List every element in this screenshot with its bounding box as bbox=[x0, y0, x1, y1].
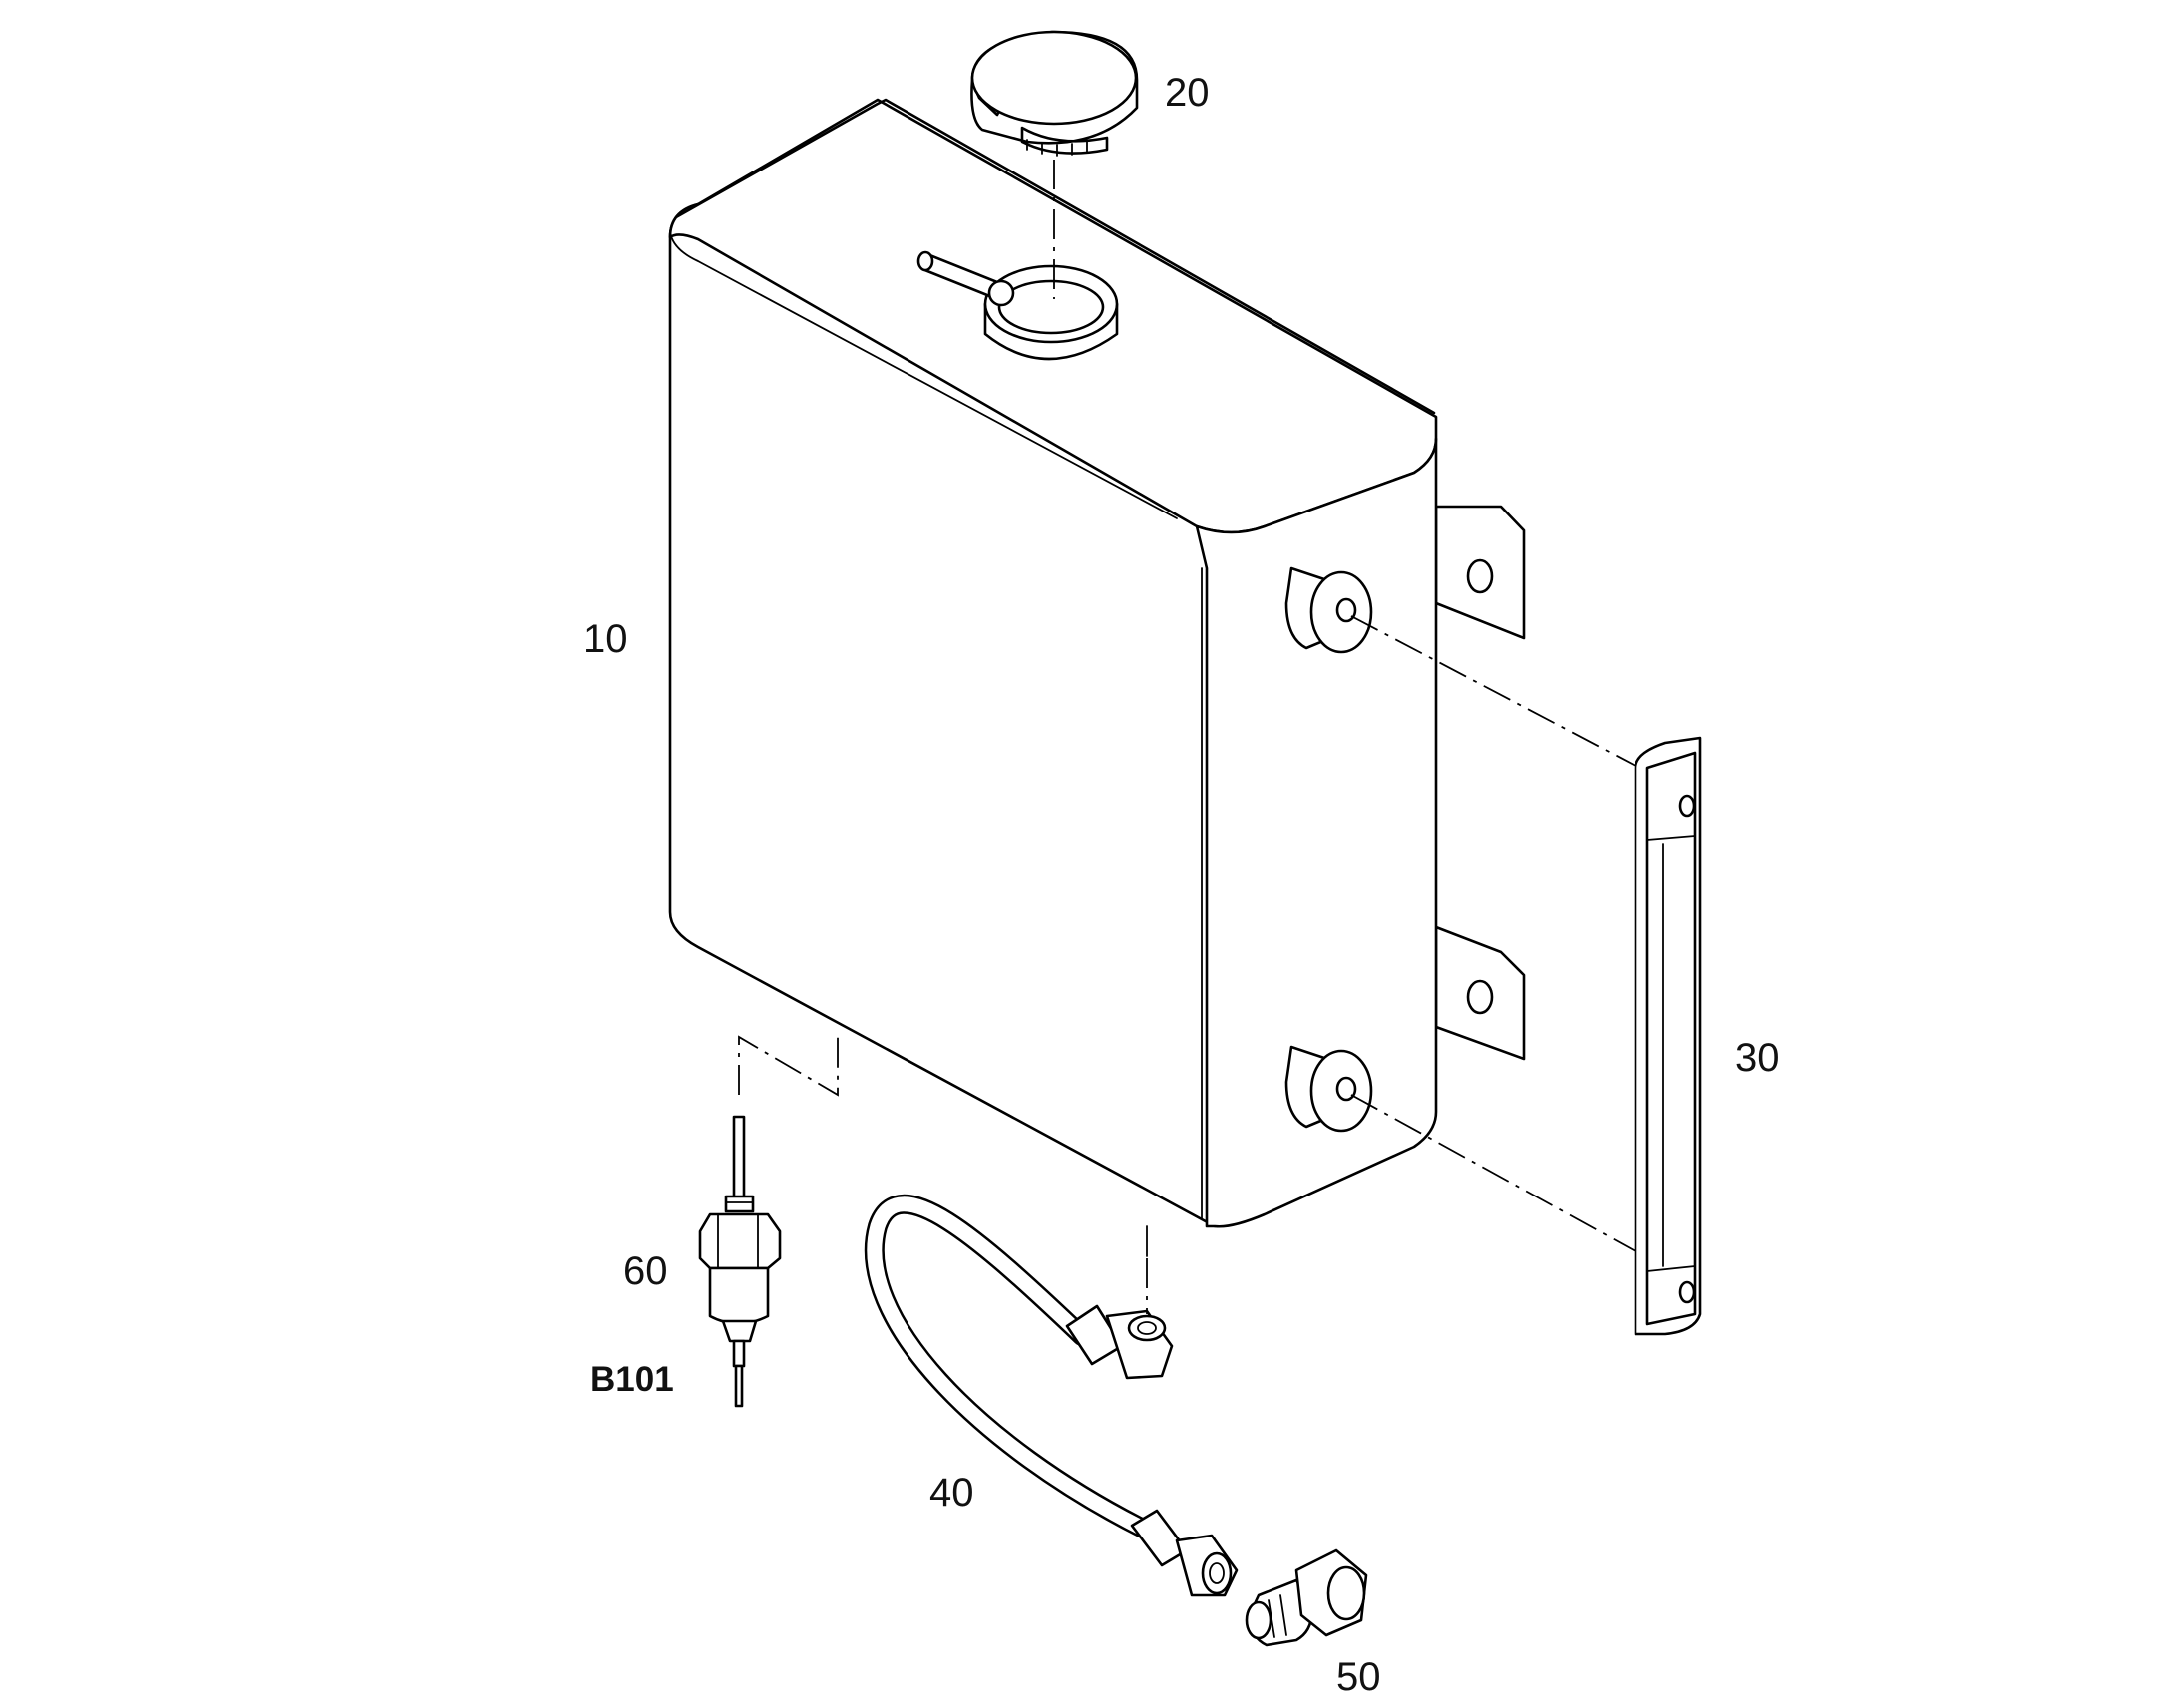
callout-sensor: 60 bbox=[623, 1249, 668, 1293]
callout-cap: 20 bbox=[1165, 71, 1210, 115]
callout-tank: 10 bbox=[583, 617, 628, 661]
callout-bracket: 30 bbox=[1735, 1036, 1780, 1080]
upper-bracket-centerline bbox=[1350, 615, 1636, 767]
upper-mount-tab-hole bbox=[1466, 558, 1494, 594]
bracket-part bbox=[1634, 736, 1702, 1336]
tank-front-top-edge bbox=[669, 230, 1178, 519]
callout-hose: 40 bbox=[929, 1471, 974, 1515]
tank-part bbox=[668, 98, 1526, 1257]
tank-right-face bbox=[1195, 437, 1438, 1228]
hose-part bbox=[864, 1194, 1239, 1597]
tank-top-rim bbox=[674, 98, 1436, 415]
lower-side-boss bbox=[1284, 1045, 1373, 1133]
lower-mount-tab-hole bbox=[1466, 979, 1494, 1015]
sensor-part bbox=[698, 1115, 782, 1408]
bracket-lower-hole bbox=[1678, 1280, 1696, 1304]
sensor-centerline bbox=[738, 1035, 839, 1097]
cap-part bbox=[970, 30, 1139, 157]
callout-sensor-code: B101 bbox=[590, 1360, 674, 1399]
alignment-lines bbox=[738, 160, 1636, 1314]
bracket-upper-hole bbox=[1678, 794, 1696, 818]
filler-neck bbox=[916, 250, 1119, 361]
elbow-part bbox=[1245, 1548, 1368, 1647]
callout-elbow: 50 bbox=[1336, 1655, 1381, 1699]
upper-side-boss bbox=[1284, 566, 1373, 654]
lower-bracket-centerline bbox=[1350, 1094, 1636, 1252]
